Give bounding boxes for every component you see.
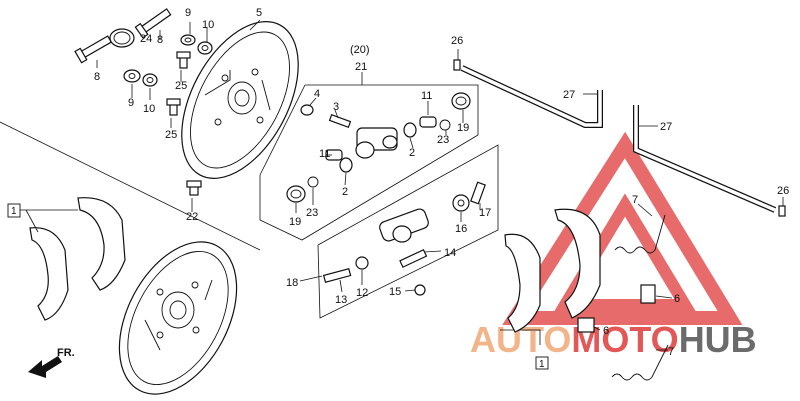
spring-7-upper	[614, 214, 666, 254]
frame-lower-assembly	[317, 144, 499, 319]
front-direction-arrow: FR.	[28, 347, 75, 378]
ring-23-top	[439, 119, 451, 131]
label-2-left: 2	[342, 186, 348, 198]
front-direction-label: FR.	[57, 347, 75, 359]
bleeder-3	[328, 113, 352, 129]
bolt-25-top	[176, 51, 191, 69]
lever-14	[399, 248, 428, 268]
cables	[453, 59, 786, 217]
label-15: 15	[389, 286, 401, 298]
spring-7-lower	[611, 344, 669, 381]
label-8-top: 8	[157, 34, 163, 46]
label-18: 18	[286, 277, 298, 289]
label-19-left: 19	[289, 216, 301, 228]
label-6-lower: 6	[603, 325, 609, 337]
retainer-6-lower	[577, 317, 595, 333]
label-2-top: 2	[409, 147, 415, 159]
brake-shoes-left	[7, 197, 126, 321]
label-3: 3	[333, 101, 339, 113]
label-25-top: 25	[175, 80, 187, 92]
bolt-13	[322, 268, 352, 283]
label-9-top: 9	[185, 7, 191, 19]
left-hardware	[74, 8, 213, 196]
fitting-15	[414, 284, 426, 296]
label-17: 17	[479, 207, 491, 219]
washer-9-lower	[123, 69, 141, 83]
label-13: 13	[335, 294, 347, 306]
spring-11-top	[419, 116, 437, 128]
label-9-lower: 9	[128, 97, 134, 109]
brake-panel-5	[181, 21, 299, 179]
label-10-top: 10	[202, 19, 214, 31]
cup-2-left	[339, 157, 353, 173]
label-22: 22	[186, 211, 198, 223]
nut-10-lower	[142, 73, 158, 87]
adjuster-body	[379, 208, 429, 243]
washer-9-top	[180, 34, 196, 46]
label-1-left: 1	[11, 206, 17, 217]
clip-26-top	[453, 59, 461, 71]
label-5: 5	[256, 7, 262, 19]
leader-lines	[96, 19, 784, 351]
label-19-top: 19	[457, 122, 469, 134]
ring-23-left	[307, 176, 319, 188]
part-labels: 9 10 5 24 8 8 9 10 25 25 22 1 (20) 21 4 …	[11, 7, 789, 370]
label-20: (20)	[350, 44, 370, 56]
label-27-lower: 27	[660, 121, 672, 133]
boot-19-top	[451, 92, 471, 110]
lower-assembly	[322, 181, 486, 296]
retainer-6-upper	[640, 284, 656, 304]
watermark-triangle-outer	[502, 131, 743, 325]
frame-upper-top	[259, 84, 306, 176]
nut-10-top	[197, 41, 213, 55]
label-11-left: 11	[319, 148, 330, 160]
label-23-top: 23	[437, 134, 449, 146]
label-16: 16	[455, 223, 467, 235]
bolt-22	[186, 180, 202, 196]
cap-4	[300, 104, 314, 116]
pin-8-top	[134, 8, 172, 39]
brake-shoes-right	[504, 208, 669, 381]
label-14: 14	[444, 247, 456, 259]
watermark-hub: HUB	[679, 319, 757, 360]
frame-left-diagonal	[0, 121, 261, 251]
label-8-lower: 8	[94, 71, 100, 83]
clip-26-right	[778, 205, 786, 217]
label-21: 21	[355, 61, 367, 73]
label-24: 24	[140, 33, 152, 45]
pin-8-lower	[74, 35, 113, 64]
bolt-17	[470, 181, 486, 205]
label-11-top: 11	[421, 90, 432, 102]
wheel-cylinder-upper	[286, 92, 471, 203]
label-27-upper: 27	[563, 89, 575, 101]
label-10-lower: 10	[143, 103, 155, 115]
nut-12	[355, 256, 369, 270]
frame-upper-assembly	[259, 84, 479, 241]
cup-2-top	[403, 122, 417, 138]
label-12: 12	[356, 287, 368, 299]
label-23-left: 23	[306, 207, 318, 219]
cylinder-21	[355, 127, 398, 159]
label-6-upper: 6	[674, 293, 680, 305]
brake-panel-lower	[118, 241, 238, 395]
label-26-top: 26	[451, 35, 463, 47]
label-7-upper: 7	[632, 194, 638, 206]
bolt-25-lower	[166, 98, 181, 116]
label-4: 4	[314, 88, 320, 100]
gear-16	[452, 194, 470, 212]
label-25-lower: 25	[165, 129, 177, 141]
label-7-lower: 7	[668, 346, 674, 358]
boot-19-left	[286, 185, 306, 203]
group-frames	[0, 72, 541, 345]
label-1-right: 1	[539, 359, 545, 370]
label-26-right: 26	[777, 185, 789, 197]
